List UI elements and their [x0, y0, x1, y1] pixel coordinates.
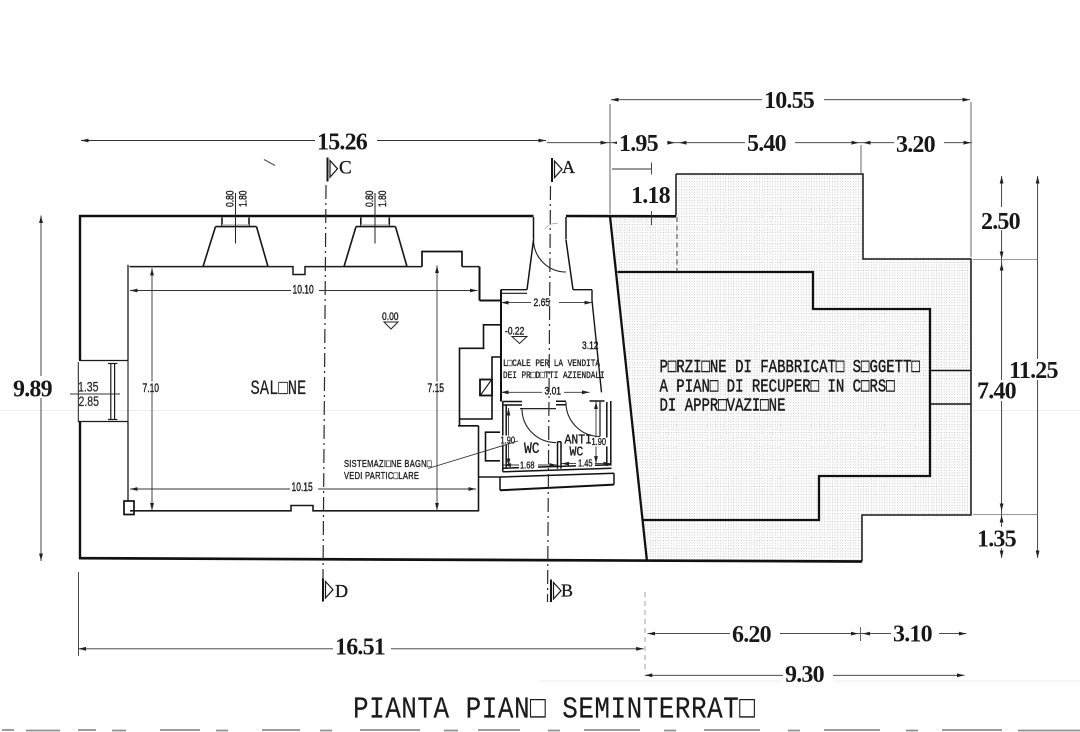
svg-text:1.45: 1.45 — [578, 457, 593, 468]
svg-text:2.50: 2.50 — [981, 209, 1021, 235]
svg-text:SISTEMAZI□NE BAGN□: SISTEMAZI□NE BAGN□ — [344, 458, 432, 470]
svg-text:A PIAN□ DI RECUPER□ IN C□RS□: A PIAN□ DI RECUPER□ IN C□RS□ — [660, 376, 895, 398]
svg-text:0.80: 0.80 — [225, 190, 237, 207]
svg-text:A: A — [562, 157, 575, 177]
svg-text:B: B — [561, 581, 573, 601]
svg-text:WC: WC — [570, 444, 584, 460]
svg-text:VEDI PARTIC□LARE: VEDI PARTIC□LARE — [344, 470, 419, 482]
svg-text:10.10: 10.10 — [293, 284, 314, 297]
svg-text:6.20: 6.20 — [732, 622, 772, 648]
svg-text:1.35: 1.35 — [78, 379, 99, 395]
svg-text:3.10: 3.10 — [893, 622, 933, 648]
svg-text:P□RZI□NE DI FABBRICAT□ S□GGETT: P□RZI□NE DI FABBRICAT□ S□GGETT□ — [660, 356, 920, 378]
svg-text:SAL□NE: SAL□NE — [251, 378, 307, 400]
svg-text:0.80: 0.80 — [364, 190, 376, 207]
svg-text:10.55: 10.55 — [764, 88, 815, 114]
svg-text:1.95: 1.95 — [619, 131, 659, 157]
svg-text:15.26: 15.26 — [317, 130, 368, 156]
svg-text:16.51: 16.51 — [335, 635, 385, 661]
svg-text:2.65: 2.65 — [534, 297, 551, 310]
svg-text:1.80: 1.80 — [238, 190, 250, 207]
svg-text:1.35: 1.35 — [977, 527, 1017, 553]
svg-text:10.15: 10.15 — [292, 482, 313, 495]
svg-text:1.90: 1.90 — [592, 436, 607, 447]
svg-text:ANTI: ANTI — [565, 432, 593, 448]
svg-text:C: C — [339, 158, 352, 179]
svg-text:DEI PR□D□TTI AZIENDALI: DEI PR□D□TTI AZIENDALI — [503, 370, 605, 381]
svg-text:1.90: 1.90 — [501, 434, 516, 445]
svg-text:3.01: 3.01 — [545, 385, 562, 398]
svg-text:0.00: 0.00 — [382, 311, 399, 323]
svg-text:3.12: 3.12 — [582, 340, 599, 353]
svg-text:PIANTA PIAN□ SEMINTERRAT□: PIANTA PIAN□ SEMINTERRAT□ — [353, 692, 756, 728]
svg-text:7.15: 7.15 — [428, 383, 445, 396]
svg-text:1.68: 1.68 — [520, 459, 535, 470]
svg-text:2.85: 2.85 — [79, 394, 100, 410]
svg-text:1.18: 1.18 — [631, 183, 671, 209]
svg-text:WC: WC — [524, 441, 540, 458]
svg-text:D: D — [335, 581, 348, 601]
svg-text:7.40: 7.40 — [977, 379, 1017, 405]
svg-text:1.80: 1.80 — [377, 190, 389, 207]
svg-text:3.20: 3.20 — [896, 132, 936, 158]
svg-text:-0.22: -0.22 — [505, 326, 524, 338]
svg-text:11.25: 11.25 — [1009, 358, 1058, 384]
svg-text:L□CALE PER LA VENDITA: L□CALE PER LA VENDITA — [503, 358, 601, 369]
svg-text:DI APPR□VAZI□NE: DI APPR□VAZI□NE — [660, 395, 786, 417]
svg-text:7.10: 7.10 — [143, 383, 160, 396]
svg-text:9.89: 9.89 — [13, 377, 53, 403]
svg-text:5.40: 5.40 — [747, 131, 787, 157]
svg-text:9.30: 9.30 — [785, 662, 825, 688]
